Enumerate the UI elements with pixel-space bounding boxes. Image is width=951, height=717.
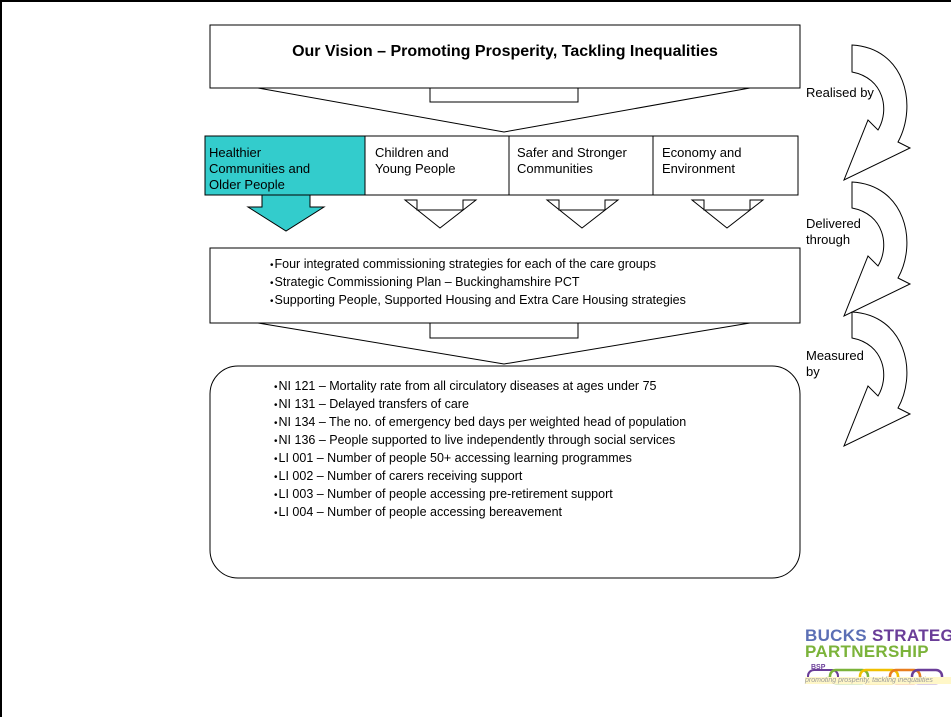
theme-arrow-economy — [690, 199, 765, 229]
logo-tagline: promoting prosperity, tackling inequalit… — [805, 677, 951, 684]
vision-down-arrow — [257, 87, 751, 133]
bsp-logo: BUCKS STRATEGIC PARTNERSHIP BSP promotin… — [805, 626, 951, 684]
strategy-item: Supporting People, Supported Housing and… — [270, 292, 686, 310]
curved-arrow-3-icon — [843, 311, 912, 448]
theme-arrow-children — [403, 199, 478, 229]
theme-box-safer — [508, 135, 654, 196]
vision-title: Our Vision – Promoting Prosperity, Tackl… — [292, 43, 718, 60]
logo-chain-label: BSP — [811, 664, 826, 671]
strategy-item: Four integrated commissioning strategies… — [270, 256, 686, 274]
theme-label-healthier: Healthier Communities and Older People — [209, 145, 311, 192]
theme-box-economy — [652, 135, 799, 196]
side-label-realised: Realised by — [806, 85, 874, 100]
indicator-item: NI 121 – Mortality rate from all circula… — [274, 378, 686, 396]
curved-arrow-2-icon — [843, 181, 912, 318]
vision-box — [209, 24, 801, 89]
theme-label-economy: Economy and Environment — [662, 145, 742, 176]
logo-word-bucks: BUCKS — [805, 626, 872, 645]
indicator-item: LI 001 – Number of people 50+ accessing … — [274, 450, 686, 468]
indicator-item: NI 134 – The no. of emergency bed days p… — [274, 414, 687, 432]
theme-arrow-healthier — [246, 194, 326, 232]
curved-arrow-1-icon — [843, 44, 912, 182]
strategies-down-arrow — [257, 322, 751, 365]
logo-line2: PARTNERSHIP — [805, 642, 929, 661]
theme-arrow-safer — [545, 199, 620, 229]
strategy-item: Strategic Commissioning Plan – Buckingha… — [270, 274, 686, 292]
strategies-list: Four integrated commissioning strategies… — [270, 256, 686, 310]
logo-chain-spacer: BSP — [805, 660, 951, 674]
indicator-item: LI 003 – Number of people accessing pre-… — [274, 486, 686, 504]
theme-label-safer: Safer and Stronger Communities — [517, 145, 627, 176]
indicators-list: NI 121 – Mortality rate from all circula… — [274, 378, 687, 522]
logo-line1: BUCKS STRATEGIC — [805, 626, 951, 645]
theme-box-children — [364, 135, 510, 196]
indicator-item: NI 136 – People supported to live indepe… — [274, 432, 686, 450]
indicator-item: LI 002 – Number of carers receiving supp… — [274, 468, 686, 486]
indicator-item: LI 004 – Number of people accessing bere… — [274, 504, 686, 522]
logo-word-strategic: STRATEGIC — [871, 626, 951, 645]
side-label-measured: Measured by — [806, 348, 864, 379]
side-label-delivered: Delivered through — [806, 216, 861, 247]
theme-label-children: Children and Young People — [375, 145, 456, 176]
indicator-item: NI 131 – Delayed transfers of care — [274, 396, 686, 414]
